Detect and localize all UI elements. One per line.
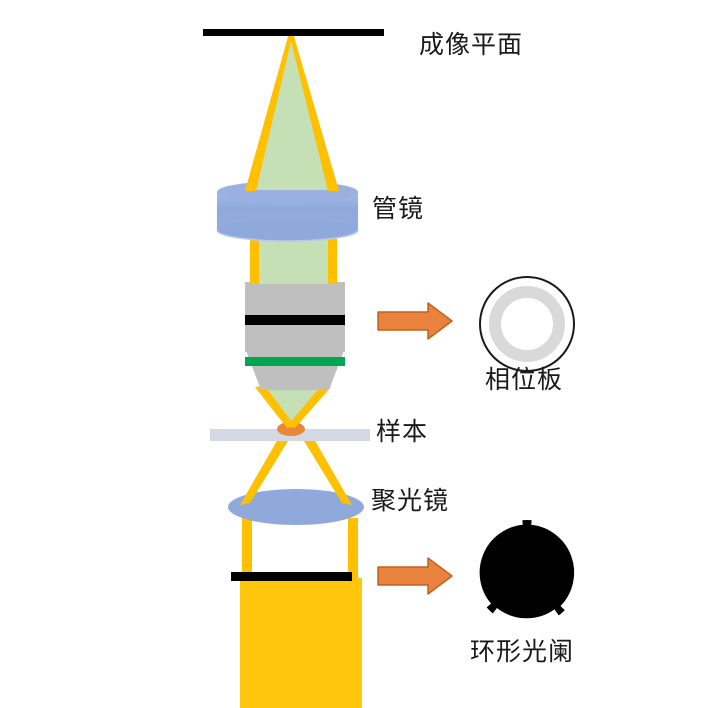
- objective-lower-taper: [245, 348, 345, 390]
- tube-lens-bottom-edge: [216, 229, 359, 242]
- ray-left-collimated: [250, 230, 259, 284]
- phase-plate-callout-arrow: [377, 302, 453, 340]
- ray-left-imaging: [245, 33, 293, 191]
- light-source: [240, 578, 362, 708]
- label-sample: 样本: [376, 418, 429, 446]
- tube-lens-bottom-face: [217, 219, 358, 241]
- annulus-bar: [231, 572, 352, 581]
- ray-right-imaging: [289, 33, 339, 191]
- imaging-beam-cone: [246, 34, 338, 190]
- specimen-spot: [277, 422, 305, 436]
- label-annular-diaphragm: 环形光阑: [470, 638, 575, 666]
- ray-left-source: [242, 518, 252, 582]
- image-plane-bar: [203, 29, 384, 36]
- annulus-open-ring: [471, 516, 583, 627]
- annulus-callout-arrow: [377, 557, 453, 595]
- objective-beam-cone: [262, 385, 325, 427]
- objective-band-green: [245, 357, 345, 366]
- condenser-lens: [228, 489, 364, 525]
- ray-left-condenser: [240, 439, 288, 505]
- label-tube-lens: 管镜: [372, 195, 425, 223]
- annulus-arc-bottomleft: [492, 607, 560, 627]
- label-image-plane: 成像平面: [419, 31, 524, 59]
- objective-band-black: [245, 315, 345, 325]
- ray-right-source: [348, 518, 358, 582]
- ray-left-objective: [255, 386, 295, 428]
- annulus-arc-right: [531, 516, 583, 612]
- ray-right-collimated: [328, 230, 337, 284]
- ray-right-objective: [287, 386, 331, 428]
- label-phase-plate: 相位板: [485, 366, 564, 394]
- annulus-arc-left: [471, 516, 523, 609]
- label-condenser: 聚光镜: [371, 487, 450, 515]
- annulus-disc: [474, 520, 580, 626]
- phase-plate-ring: [489, 286, 565, 362]
- ray-right-condenser: [304, 439, 352, 505]
